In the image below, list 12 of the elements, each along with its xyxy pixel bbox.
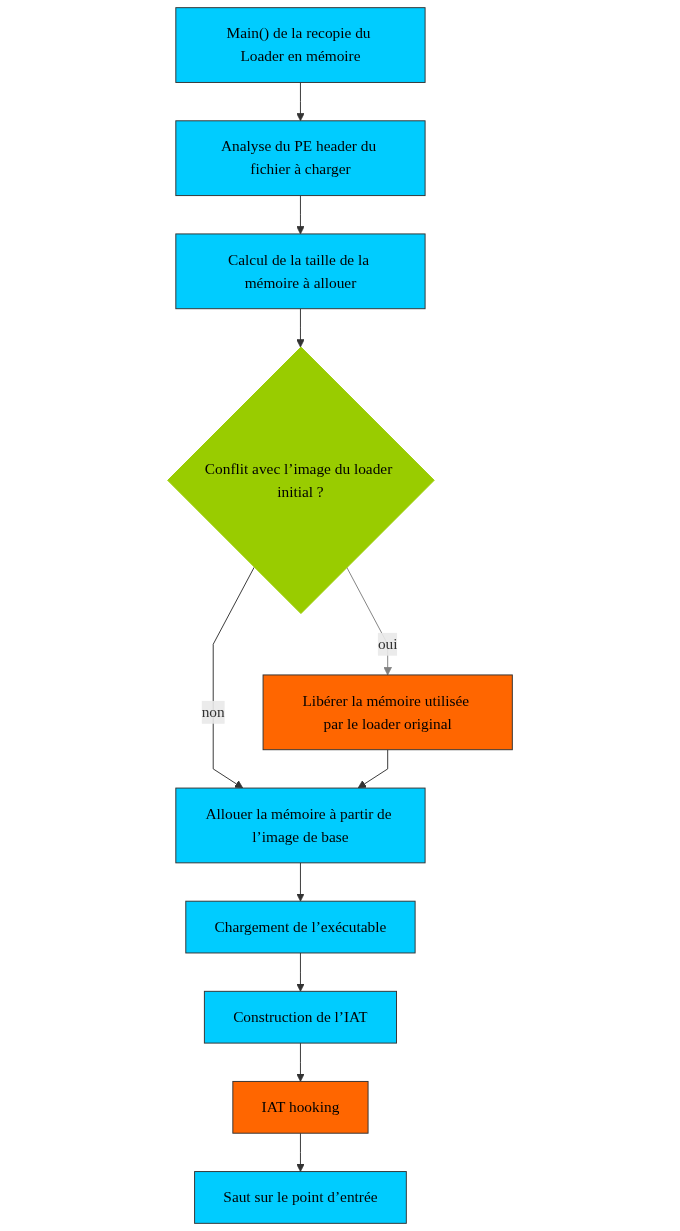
node-box: Main() de la recopie du Loader en mémoire [175, 7, 426, 83]
node-box: Libérer la mémoire utilisée par le loader original [262, 674, 513, 751]
node-box: Allouer la mémoire à partir de l’image de base [175, 787, 426, 864]
node-box: Chargement de l’exécutable [185, 900, 416, 954]
node-box: Calcul de la taille de la mémoire à allouer [175, 233, 426, 310]
node-box: IAT hooking [232, 1080, 369, 1134]
edge-label: oui [377, 635, 398, 652]
node-box: Construction de l’IAT [203, 990, 397, 1044]
node-box: Analyse du PE header du fichier à charger [175, 120, 426, 197]
node-diamond: Conflit avec l’image du loader initial ? [167, 346, 435, 615]
node-box: Saut sur le point d’entrée [194, 1171, 407, 1224]
edge-label: non [201, 703, 225, 720]
